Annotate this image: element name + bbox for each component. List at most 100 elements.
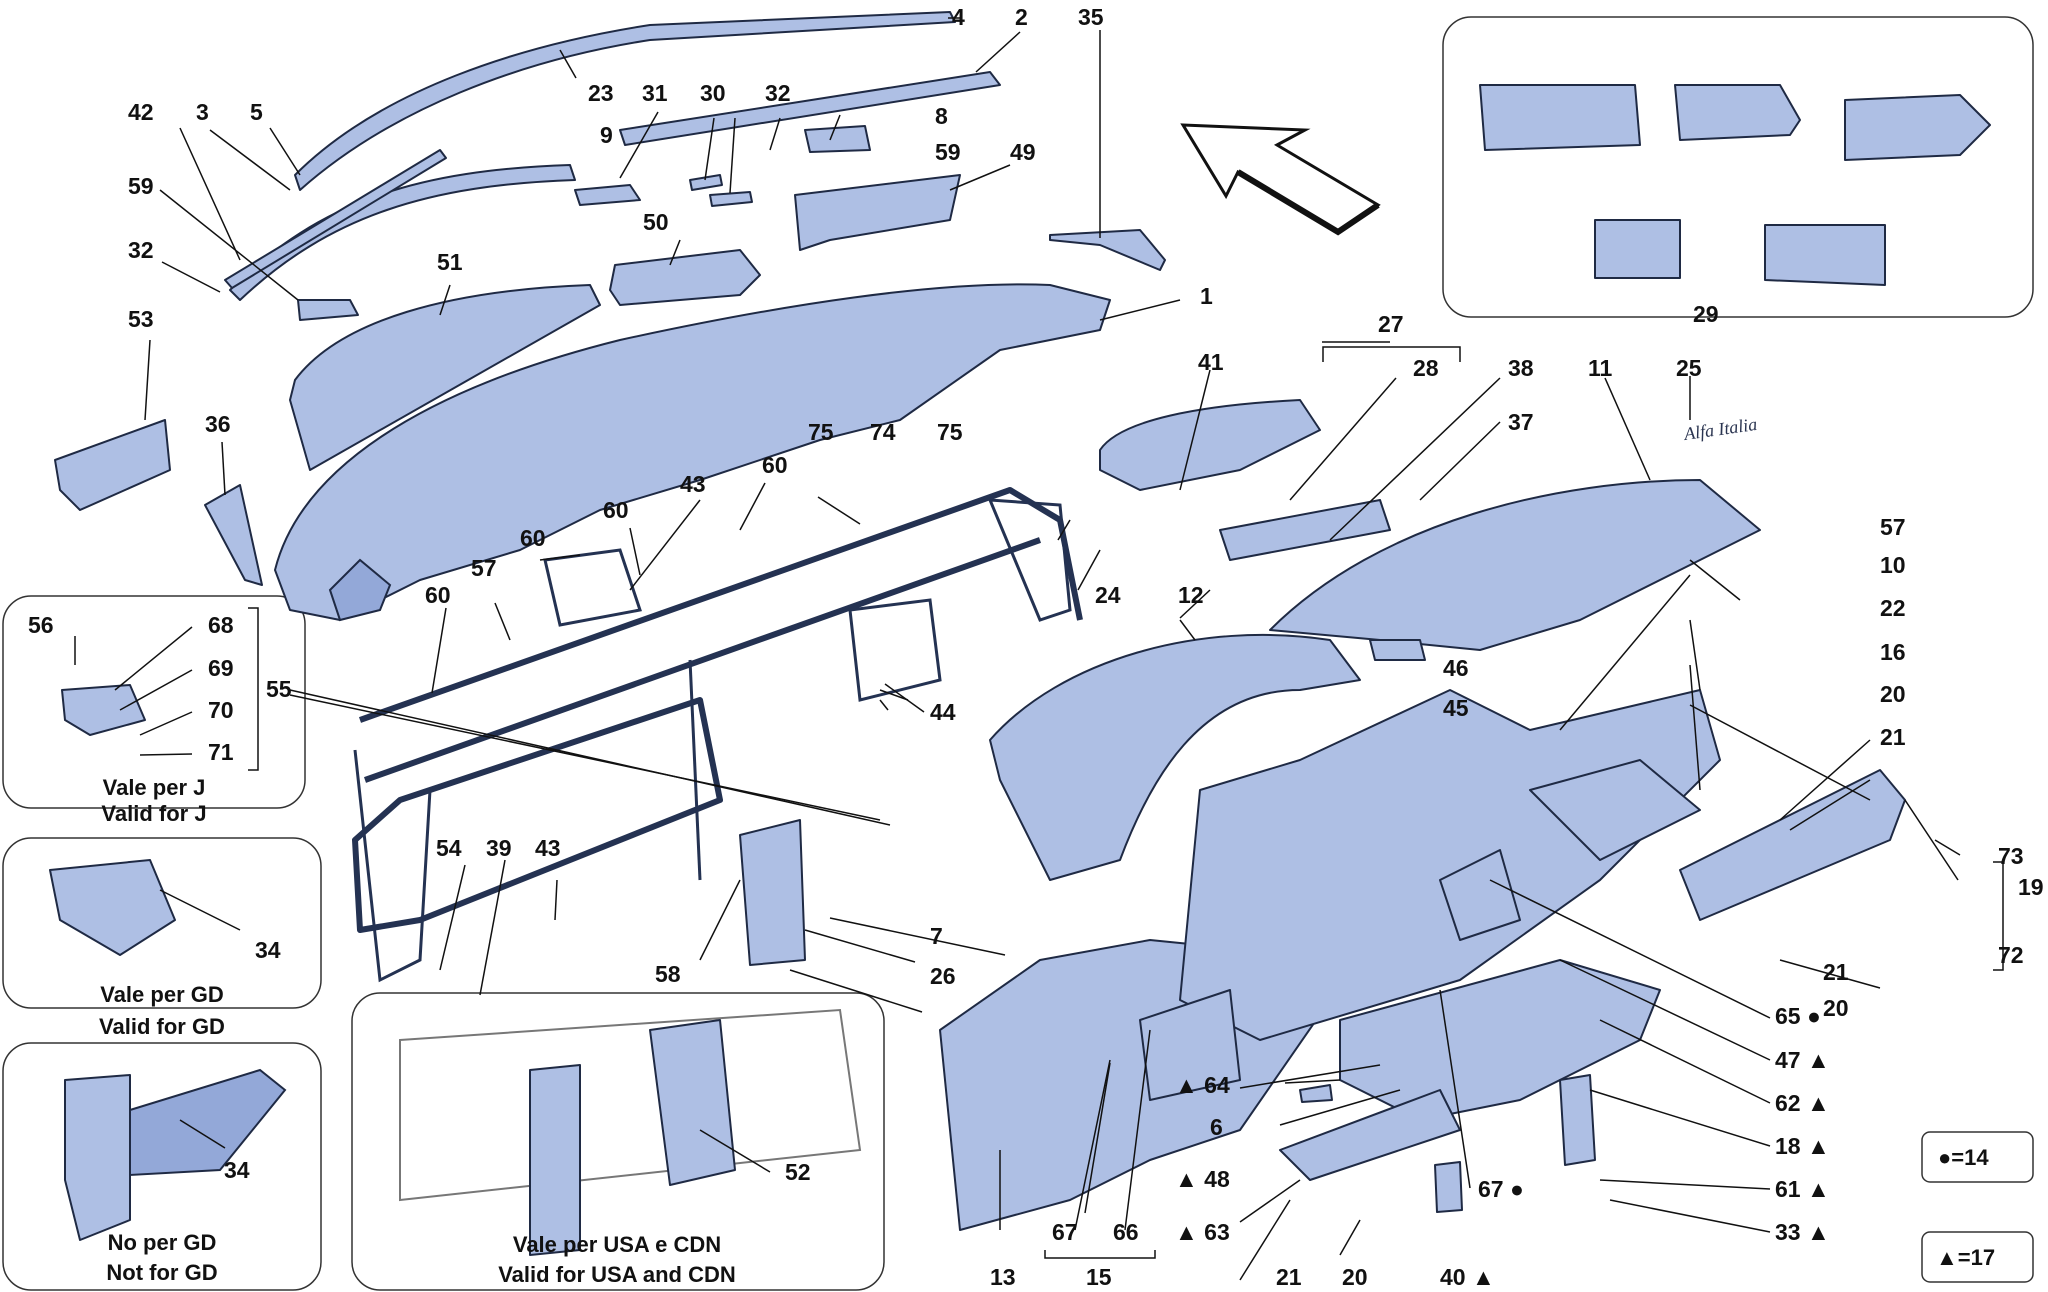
callout-51: 51	[437, 249, 463, 275]
inset-29-part-a	[1479, 84, 1641, 151]
callout-21-top: 21	[1880, 724, 1906, 750]
callout-25: 25	[1676, 355, 1702, 381]
callout-20-bottom: 20	[1342, 1264, 1368, 1290]
part-31-clip	[689, 174, 723, 191]
part-26-bracket	[739, 819, 806, 966]
callout-60-a: 60	[762, 452, 788, 478]
callout-56: 56	[28, 612, 54, 638]
callout-70: 70	[208, 697, 234, 723]
inset-frame-29	[1442, 16, 2034, 318]
part-12-cover	[989, 633, 1361, 881]
callout-5: 5	[250, 99, 263, 125]
callout-60-c: 60	[520, 525, 546, 551]
legend-triangle: ▲=17	[1936, 1245, 1995, 1270]
callout-21-right: 21	[1823, 959, 1849, 985]
caption-gd-2: Valid for GD	[99, 1014, 225, 1039]
part-66-vent	[1139, 989, 1241, 1101]
part-11-top-cover	[1269, 479, 1761, 651]
part-52-bracket-right	[649, 1019, 736, 1186]
inset-29-part-e	[1764, 224, 1886, 286]
callout-21-bottom: 21	[1276, 1264, 1302, 1290]
inset-frame-j	[2, 595, 306, 809]
part-30-clip	[709, 191, 753, 207]
callout-37: 37	[1508, 409, 1534, 435]
part-4-windscreen-trim	[294, 11, 956, 191]
part-37-bracket	[1219, 499, 1391, 561]
callout-27: 27	[1378, 311, 1404, 337]
callout-19: 19	[2018, 874, 2044, 900]
callout-59-top: 59	[935, 139, 961, 165]
callout-63: ▲ 63	[1175, 1219, 1230, 1245]
callout-29: 29	[1693, 301, 1719, 327]
part-36-cover	[204, 484, 263, 586]
caption-usa-2: Valid for USA and CDN	[498, 1262, 736, 1287]
part-27-cover	[1099, 399, 1321, 491]
legend-box-circle	[1921, 1131, 2034, 1183]
part-51-upper-cover	[289, 284, 601, 471]
callout-22: 22	[1880, 595, 1906, 621]
callout-6: 6	[1210, 1114, 1223, 1140]
part-40-panel	[1434, 1161, 1463, 1213]
callout-49: 49	[1010, 139, 1036, 165]
callout-60-b: 60	[603, 497, 629, 523]
inset-29-part-c	[1844, 94, 1991, 161]
callout-8: 8	[935, 103, 948, 129]
callout-3: 3	[196, 99, 209, 125]
callout-36: 36	[205, 411, 231, 437]
callout-44: 44	[930, 699, 956, 725]
callout-30: 30	[700, 80, 726, 106]
part-69-bracket	[61, 684, 146, 736]
callout-47: 47 ▲	[1775, 1047, 1830, 1073]
part-49-cover	[794, 174, 961, 251]
callout-60-d: 60	[425, 582, 451, 608]
direction-arrow-shadow	[1236, 169, 1380, 236]
callout-69: 69	[208, 655, 234, 681]
caption-usa-1: Vale per USA e CDN	[513, 1232, 721, 1257]
callout-43-bottom: 43	[535, 835, 561, 861]
direction-arrow-icon	[1180, 123, 1381, 234]
callout-57-left: 57	[471, 555, 497, 581]
part-42-seal	[224, 149, 447, 289]
part-52-bracket-left	[529, 1064, 581, 1256]
callout-31: 31	[642, 80, 668, 106]
callout-67-right: 67 ●	[1478, 1176, 1524, 1202]
inset-captions: Vale per J Valid for J Vale per GD Valid…	[99, 775, 736, 1287]
callout-41: 41	[1198, 349, 1224, 375]
callout-67-bottom: 67	[1052, 1219, 1078, 1245]
legend-circle: ●=14	[1938, 1145, 1989, 1170]
part-18-connector	[1559, 1074, 1596, 1166]
part-50-vent	[609, 249, 761, 306]
callout-34-gd: 34	[255, 937, 281, 963]
callout-73: 73	[1998, 843, 2024, 869]
part-35-trim	[1049, 229, 1166, 271]
inset-frame-usa	[351, 992, 885, 1291]
callout-11: 11	[1588, 355, 1613, 381]
part-2-trim-strip	[619, 71, 1001, 146]
callout-10: 10	[1880, 552, 1906, 578]
callout-58: 58	[655, 961, 681, 987]
part-34-bracket-not-gd	[64, 1074, 131, 1241]
callout-20-right: 20	[1823, 995, 1849, 1021]
callout-20-top: 20	[1880, 681, 1906, 707]
cross-car-beam-assembly	[352, 487, 1083, 983]
part-45-clip	[1369, 639, 1426, 661]
callout-52: 52	[785, 1159, 811, 1185]
callout-53: 53	[128, 306, 154, 332]
callout-59-left: 59	[128, 173, 154, 199]
inset-usa-beam-ghost	[399, 1008, 862, 1202]
part-6-clip	[1299, 1084, 1333, 1103]
callout-50: 50	[643, 209, 669, 235]
callout-1: 1	[1200, 283, 1213, 309]
callout-28: 28	[1413, 355, 1439, 381]
part-34-arm-not-gd	[129, 1068, 287, 1177]
part-59-bracket	[297, 299, 359, 321]
callout-45: 45	[1443, 695, 1469, 721]
callout-46: 46	[1443, 655, 1469, 681]
legend-box-triangle	[1921, 1231, 2034, 1283]
callout-39: 39	[486, 835, 512, 861]
part-1-dashboard-detail	[328, 558, 392, 622]
leader-lines	[74, 17, 2004, 1281]
callout-18: 18 ▲	[1775, 1133, 1830, 1159]
callout-43-top: 43	[680, 471, 706, 497]
part-53-bracket	[54, 419, 171, 511]
